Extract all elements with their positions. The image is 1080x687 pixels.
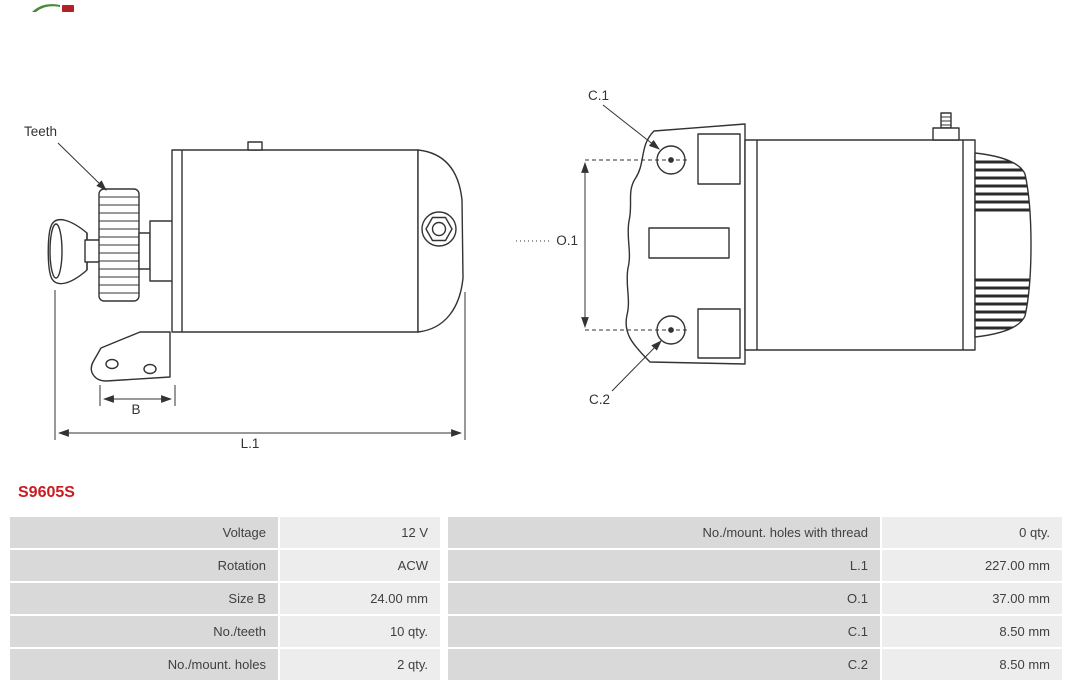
spec-label-size-b: Size B [10, 583, 280, 614]
motor-body [171, 149, 419, 333]
spec-label-rotation: Rotation [10, 550, 280, 581]
spec-label-no-mount-holes-with-thread: No./mount. holes with thread [448, 517, 882, 548]
spec-value-c2: 8.50 mm [882, 649, 1062, 680]
spec-label-l1: L.1 [448, 550, 882, 581]
spec-label-no-mount-holes: No./mount. holes [10, 649, 280, 680]
spec-value-no-teeth: 10 qty. [280, 616, 440, 647]
spec-table: Voltage 12 V No./mount. holes with threa… [10, 517, 1062, 680]
spec-value-voltage: 12 V [280, 517, 440, 548]
spec-value-o1: 37.00 mm [882, 583, 1062, 614]
spec-label-voltage: Voltage [10, 517, 280, 548]
mounting-bracket [90, 331, 171, 382]
spec-value-no-mount-holes: 2 qty. [280, 649, 440, 680]
label-c2: C.2 [589, 392, 610, 407]
flange-view-drawing [625, 112, 1032, 365]
spec-value-no-mount-holes-with-thread: 0 qty. [882, 517, 1062, 548]
spec-label-c2: C.2 [448, 649, 882, 680]
label-teeth: Teeth [24, 124, 57, 139]
gear-teeth-lines [99, 196, 139, 294]
end-cap-ribs [975, 160, 1031, 330]
table-column-gap [440, 550, 448, 581]
brand-logo [30, 0, 76, 18]
part-number: S9605S [18, 484, 75, 501]
label-o1: O.1 [556, 233, 578, 248]
label-b: B [131, 402, 140, 417]
table-column-gap [440, 583, 448, 614]
spec-value-size-b: 24.00 mm [280, 583, 440, 614]
table-column-gap [440, 517, 448, 548]
dimension-lines-right [516, 104, 688, 392]
table-column-gap [440, 649, 448, 680]
dimension-lines-left [54, 142, 466, 440]
technical-drawing: Teeth B L.1 [24, 88, 1032, 451]
label-l1: L.1 [241, 436, 260, 451]
spec-value-rotation: ACW [280, 550, 440, 581]
table-column-gap [440, 616, 448, 647]
spec-value-c1: 8.50 mm [882, 616, 1062, 647]
stud-thread-lines [941, 116, 951, 126]
spec-label-no-teeth: No./teeth [10, 616, 280, 647]
label-c1: C.1 [588, 88, 609, 103]
spec-label-c1: C.1 [448, 616, 882, 647]
spec-label-o1: O.1 [448, 583, 882, 614]
brand-logo-graphic [32, 4, 74, 12]
spec-value-l1: 227.00 mm [882, 550, 1062, 581]
